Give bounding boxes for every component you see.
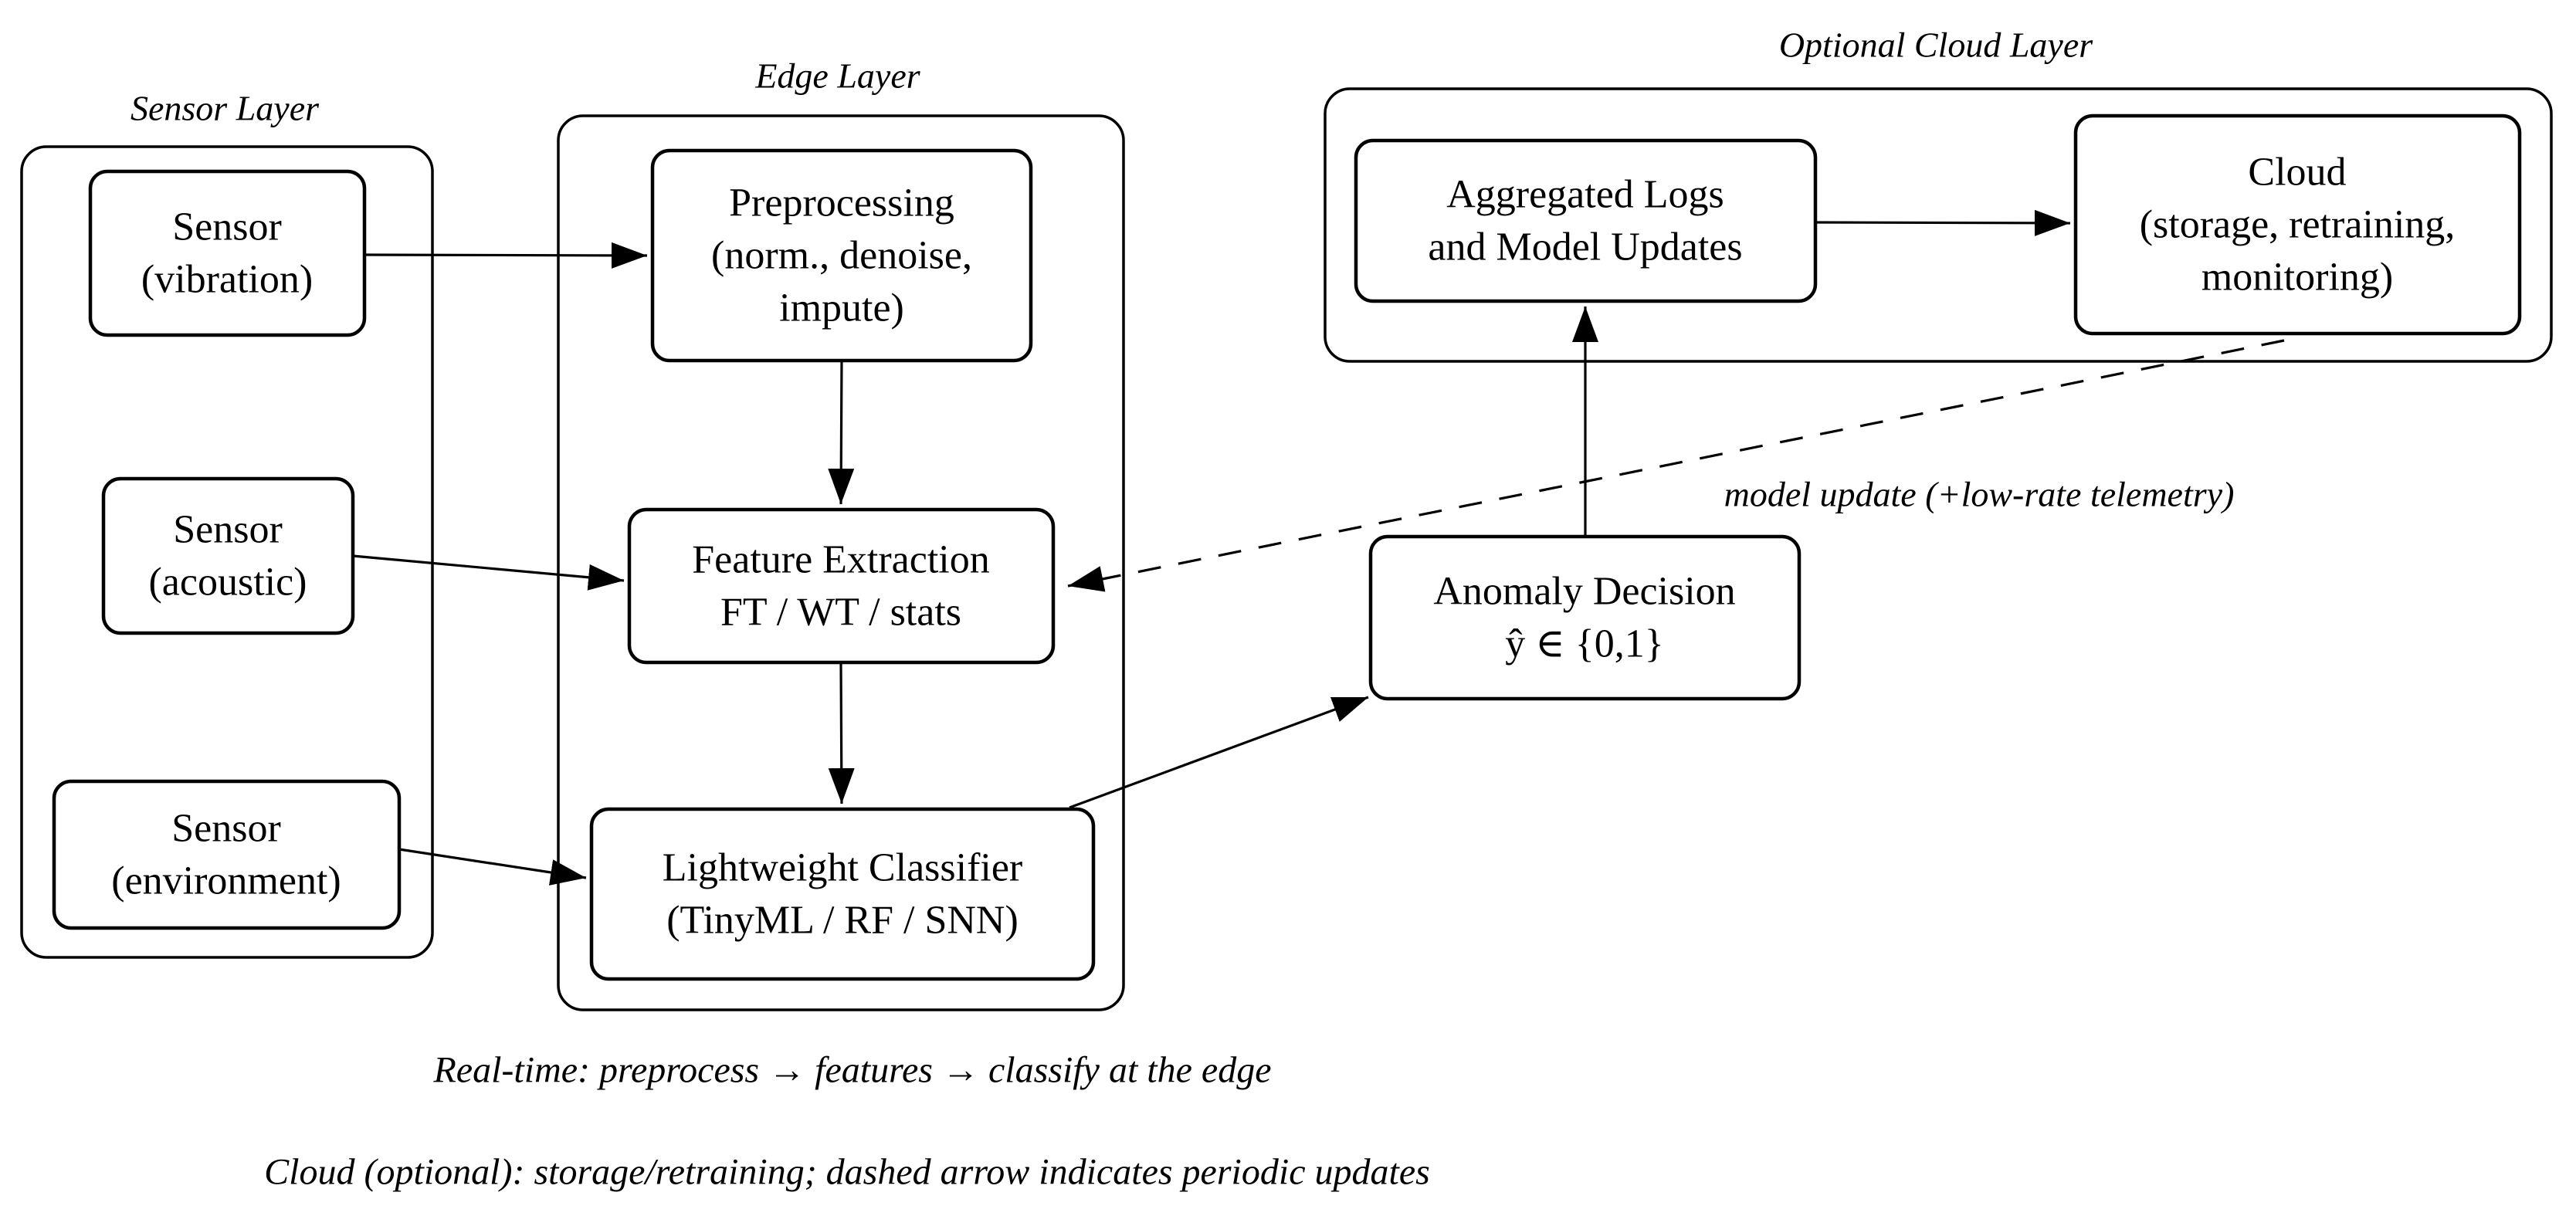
arrow-classifier-to-anomaly	[1069, 696, 1369, 809]
feature-extraction-line2: FT / WT / stats	[720, 591, 961, 635]
caption-realtime: Real-time: preprocess → features → class…	[432, 1050, 1271, 1091]
arrow-feature-to-classifier	[828, 662, 855, 804]
cloud-line3: monitoring)	[2201, 256, 2393, 300]
preprocessing-line3: impute)	[779, 286, 904, 330]
arrow-preprocessing-to-feature	[828, 360, 855, 505]
sensor-acoustic-line1: Sensor	[173, 508, 283, 552]
node-preprocessing: Preprocessing (norm., denoise, impute)	[650, 148, 1033, 363]
edge-layer-frame	[557, 114, 1125, 1011]
sensor-layer-label: Sensor Layer	[130, 89, 320, 128]
sensor-layer-frame	[20, 145, 434, 959]
sensor-acoustic-line2: (acoustic)	[148, 561, 307, 605]
preprocessing-box	[650, 148, 1033, 363]
sensor-vibration-line2: (vibration)	[141, 258, 313, 302]
lightweight-classifier-line2: (TinyML / RF / SNN)	[666, 899, 1019, 943]
feature-extraction-box	[627, 507, 1056, 665]
caption-cloud-optional: Cloud (optional): storage/retraining; da…	[264, 1152, 1430, 1193]
feature-extraction-line1: Feature Extraction	[692, 538, 990, 582]
lightweight-classifier-line1: Lightweight Classifier	[663, 846, 1022, 890]
preprocessing-line2: (norm., denoise,	[711, 234, 972, 278]
optional-cloud-layer-label: Optional Cloud Layer	[1779, 25, 2093, 65]
sensor-vibration-box	[88, 169, 367, 337]
node-anomaly-decision: Anomaly Decision ŷ ∈ {0,1}	[1368, 534, 1802, 701]
sensor-layer-container: Sensor Layer	[20, 89, 434, 959]
node-feature-extraction: Feature Extraction FT / WT / stats	[627, 507, 1056, 665]
node-aggregated-logs: Aggregated Logs and Model Updates	[1354, 138, 1818, 303]
node-sensor-environment: Sensor (environment)	[52, 779, 402, 930]
sensor-vibration-line1: Sensor	[172, 205, 282, 249]
anomaly-decision-line1: Anomaly Decision	[1433, 570, 1735, 614]
model-update-edge-label: model update (+low-rate telemetry)	[1724, 475, 2235, 514]
optional-cloud-layer-frame	[1324, 87, 2553, 363]
cloud-line2: (storage, retraining,	[2140, 203, 2456, 247]
sensor-acoustic-box	[101, 476, 355, 635]
edge-layer-container: Edge Layer	[557, 56, 1125, 1011]
node-cloud: Cloud (storage, retraining, monitoring)	[2073, 113, 2522, 336]
dashed-arrow-cloud-to-feature	[1067, 339, 2285, 592]
node-lightweight-classifier: Lightweight Classifier (TinyML / RF / SN…	[589, 807, 1096, 981]
node-sensor-acoustic: Sensor (acoustic)	[101, 476, 355, 635]
preprocessing-line1: Preprocessing	[729, 181, 954, 225]
arrow-vibration-to-preprocessing	[364, 242, 648, 269]
arrow-environment-to-classifier	[398, 848, 587, 886]
arrow-acoustic-to-feature	[352, 554, 625, 591]
aggregated-logs-line1: Aggregated Logs	[1446, 173, 1724, 217]
cloud-line1: Cloud	[2248, 151, 2346, 195]
sensor-environment-box	[52, 779, 402, 930]
sensor-environment-line1: Sensor	[171, 807, 281, 851]
sensor-environment-line2: (environment)	[111, 859, 341, 903]
anomaly-decision-box	[1368, 534, 1802, 701]
lightweight-classifier-box	[589, 807, 1096, 981]
cloud-box	[2073, 113, 2522, 336]
node-sensor-vibration: Sensor (vibration)	[88, 169, 367, 337]
edge-layer-label: Edge Layer	[754, 56, 920, 96]
optional-cloud-layer-container: Optional Cloud Layer	[1324, 25, 2553, 363]
aggregated-logs-line2: and Model Updates	[1428, 225, 1742, 269]
aggregated-logs-box	[1354, 138, 1818, 303]
arrow-aggregated-to-cloud	[1815, 209, 2071, 236]
anomaly-decision-line2: ŷ ∈ {0,1}	[1505, 622, 1663, 666]
